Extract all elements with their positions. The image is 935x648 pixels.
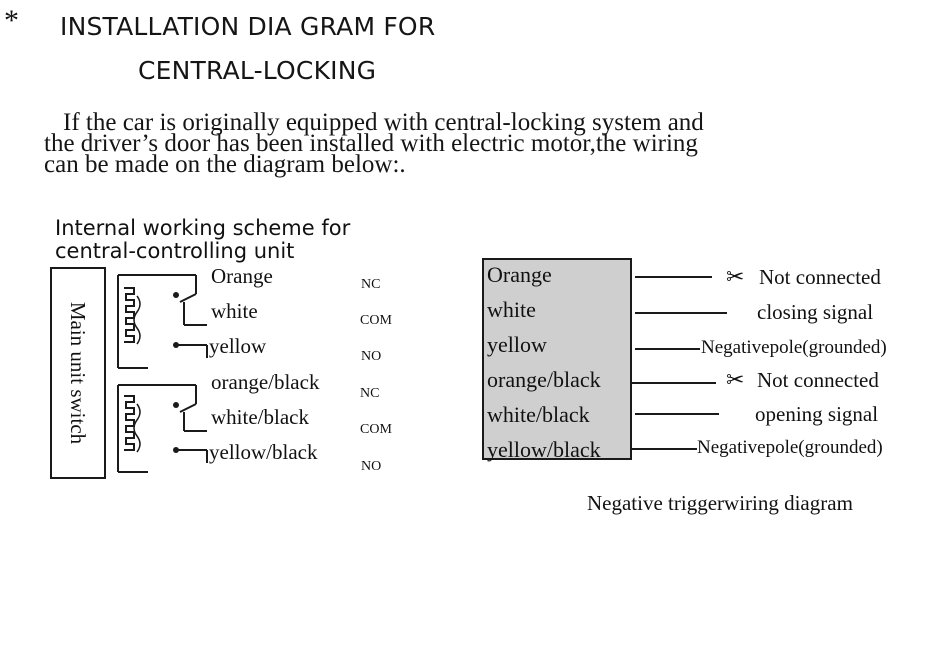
scheme-title-line-2: central-controlling unit (55, 239, 295, 263)
trigger-terminal-box: Orange white yellow orange/black white/b… (482, 258, 632, 462)
heading-line-1: INSTALLATION DIA GRAM FOR (60, 12, 436, 41)
wire-yellow-black: yellow/black (209, 440, 318, 464)
pin-com-2: COM (360, 422, 392, 437)
wire-yellow: yellow (209, 334, 267, 358)
main-unit-switch-label: Main unit switch (66, 301, 90, 445)
bullet-star: * (4, 4, 19, 37)
main-unit-switch-box (50, 267, 106, 479)
relay-1-symbol (117, 274, 208, 369)
wire-white: white (211, 299, 258, 323)
intro-line-3: can be made on the diagram below:. (44, 151, 406, 178)
intro-line-1: If the car is originally equipped with c… (63, 109, 704, 136)
terminal-yellow-black: yellow/black (487, 437, 601, 462)
pin-no-2: NO (361, 459, 382, 474)
label-not-connected-1: Not connected (759, 265, 881, 289)
diagram-caption: Negative triggerwiring diagram (587, 491, 853, 515)
scissors-icon: ✂ (726, 367, 745, 392)
terminal-white: white (487, 297, 536, 322)
label-closing-signal: closing signal (757, 300, 874, 324)
pin-no-1: NO (361, 349, 382, 364)
terminal-orange-black: orange/black (487, 367, 601, 392)
heading-line-2: CENTRAL-LOCKING (138, 56, 377, 85)
pin-com-1: COM (360, 313, 392, 328)
label-negative-pole-2: Negativepole(grounded) (697, 437, 883, 458)
pin-nc-1: NC (361, 277, 381, 292)
wire-white-black: white/black (211, 405, 309, 429)
terminal-orange: Orange (487, 262, 552, 287)
label-negative-pole-1: Negativepole(grounded) (701, 337, 887, 358)
terminal-white-black: white/black (487, 402, 590, 427)
label-not-connected-2: Not connected (757, 368, 879, 392)
scheme-title-line-1: Internal working scheme for (55, 216, 351, 240)
intro-line-2: the driver’s door has been installed wit… (44, 130, 698, 157)
wire-orange: Orange (211, 264, 273, 288)
scissors-icon: ✂ (726, 264, 745, 289)
relay-2-symbol (117, 384, 208, 473)
wire-orange-black: orange/black (211, 370, 320, 394)
terminal-yellow: yellow (487, 332, 547, 357)
pin-nc-2: NC (360, 386, 380, 401)
label-opening-signal: opening signal (755, 402, 879, 426)
